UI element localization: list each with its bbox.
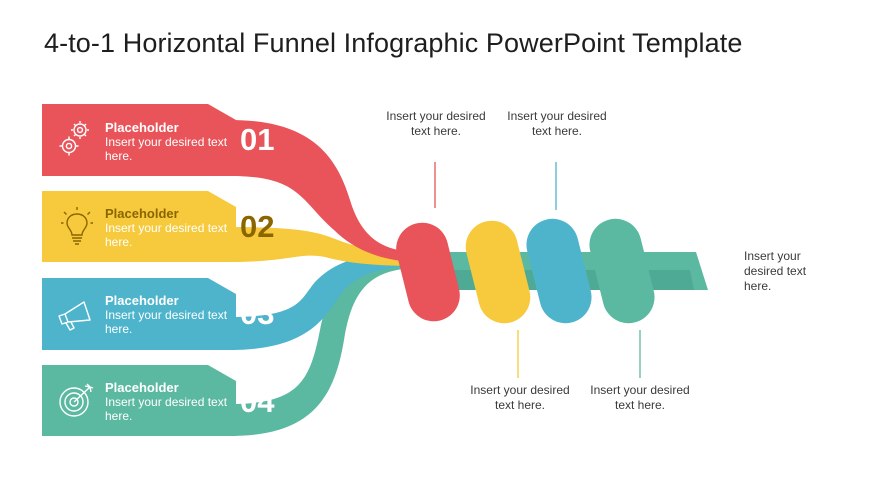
callout-output: Insert your desired text here. (744, 249, 807, 293)
band-number: 04 (240, 384, 275, 419)
gears-icon (59, 121, 89, 156)
coil-loop-04 (589, 218, 655, 324)
coil-loop-03 (526, 218, 592, 324)
band-number: 03 (240, 296, 275, 331)
band-body: Insert your desired text here. (105, 135, 228, 163)
band-shape-01 (42, 104, 236, 176)
band-text-02: Placeholder Insert your desired text her… (105, 206, 230, 249)
band-body: Insert your desired text here. (105, 395, 228, 423)
callout-top-1: Insert your desired text here. (386, 109, 486, 138)
megaphone-icon (58, 301, 91, 331)
ribbon-02 (230, 227, 420, 266)
ribbon-01 (230, 120, 420, 262)
coil-loop-02 (465, 220, 531, 324)
band-shape-04 (42, 365, 236, 436)
band-text-04: Placeholder Insert your desired text her… (105, 380, 230, 423)
callout-top-2: Insert your desired text here. (507, 109, 607, 138)
band-body: Insert your desired text here. (105, 221, 228, 249)
band-heading: Placeholder (105, 293, 179, 308)
ribbon-04 (230, 254, 420, 436)
band-number: 02 (240, 209, 275, 244)
band-body: Insert your desired text here. (105, 308, 228, 336)
callout-bottom-1: Insert your desired text here. (470, 383, 570, 412)
band-number: 01 (240, 122, 275, 157)
band-text-03: Placeholder Insert your desired text her… (105, 293, 230, 336)
band-heading: Placeholder (105, 206, 179, 221)
lightbulb-icon (61, 207, 93, 245)
band-shape-02 (42, 191, 236, 262)
band-text-01: Placeholder Insert your desired text her… (105, 120, 230, 163)
callout-bottom-2: Insert your desired text here. (590, 383, 690, 412)
band-heading: Placeholder (105, 120, 179, 135)
coil-loop-01 (396, 222, 460, 322)
target-icon (59, 383, 94, 417)
ribbon-03 (230, 252, 420, 350)
band-heading: Placeholder (105, 380, 179, 395)
slide-title: 4-to-1 Horizontal Funnel Infographic Pow… (44, 28, 743, 58)
band-shape-03 (42, 278, 236, 350)
